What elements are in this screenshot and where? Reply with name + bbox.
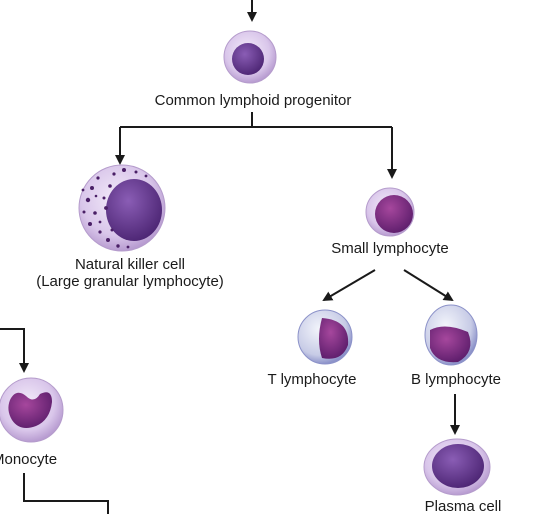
label-t-lymphocyte: T lymphocyte: [267, 371, 357, 388]
monocyte-incoming-line: [0, 328, 29, 373]
nk-granules: [81, 168, 148, 249]
monocyte-outgoing-line: [23, 473, 109, 514]
label-monocyte: Monocyte: [0, 451, 58, 468]
label-nk-cell-line1: Natural killer cell: [74, 256, 186, 273]
label-b-lymphocyte: B lymphocyte: [410, 371, 502, 388]
common-lymphoid-progenitor-cell: [223, 30, 277, 84]
label-common-lymphoid-progenitor: Common lymphoid progenitor: [154, 92, 352, 109]
arrow-to-b-lymphocyte: [403, 269, 454, 302]
label-plasma-cell: Plasma cell: [424, 498, 502, 515]
label-small-lymphocyte: Small lymphocyte: [331, 240, 449, 257]
plasma-cell: [423, 438, 491, 496]
small-lymphocyte-cell: [365, 187, 415, 237]
arrow-to-t-lymphocyte: [322, 269, 376, 302]
natural-killer-cell: [78, 164, 166, 252]
monocyte-cell: [0, 377, 64, 443]
b-lymphocyte-cell: [424, 304, 478, 366]
t-lymphocyte-cell: [297, 309, 353, 365]
connectors: [0, 0, 460, 514]
label-nk-cell-line2: (Large granular lymphocyte): [36, 273, 224, 290]
